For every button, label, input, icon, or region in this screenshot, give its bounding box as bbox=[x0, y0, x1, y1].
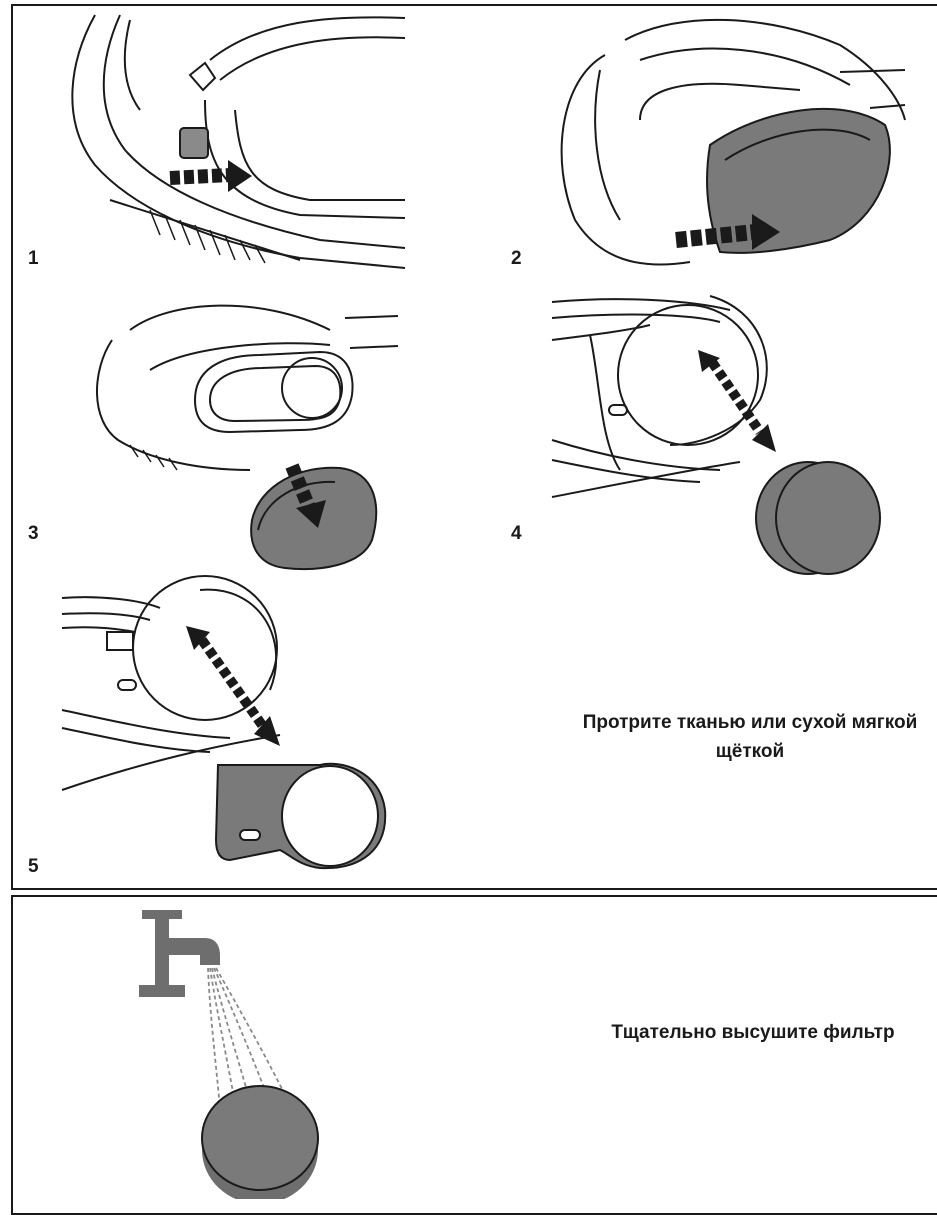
open-cover-illustration bbox=[562, 20, 905, 265]
release-latch-illustration bbox=[72, 15, 405, 268]
step-number-2: 2 bbox=[511, 248, 522, 270]
remove-filter-ring-illustration bbox=[62, 576, 385, 868]
remove-cover-illustration bbox=[97, 306, 398, 569]
dry-instruction: Тщательно высушите фильтр bbox=[578, 1018, 928, 1047]
release-latch-arrow bbox=[170, 160, 252, 192]
wipe-instruction: Протрите тканью или сухой мягкой щёткой bbox=[578, 708, 922, 766]
step-number-3: 3 bbox=[28, 523, 39, 545]
step-number-4: 4 bbox=[511, 523, 522, 545]
step-number-1: 1 bbox=[28, 248, 39, 270]
remove-filter-illustration bbox=[552, 296, 880, 574]
step-number-5: 5 bbox=[28, 856, 39, 878]
rinse-filter-under-tap-illustration bbox=[139, 910, 318, 1199]
